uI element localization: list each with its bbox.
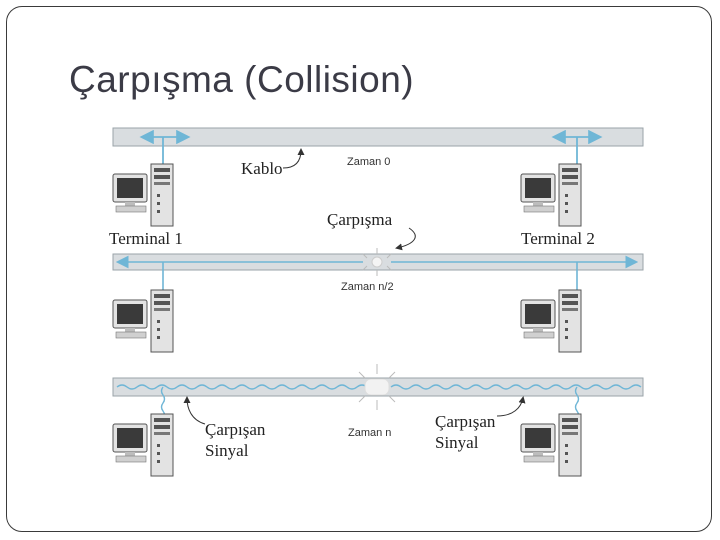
slide-title: Çarpışma (Collision)	[69, 59, 415, 100]
colliding-signal-wave	[116, 384, 642, 390]
collision-diagram: Kablo Zaman 0 Terminal 1 Terminal 2	[105, 124, 651, 484]
collision-burst-icon-2	[358, 364, 396, 410]
stage-time-n: Çarpışan Sinyal Çarpışan Sinyal Zaman n	[112, 364, 644, 477]
label-time-n: Zaman n	[348, 427, 391, 439]
label-colliding-signal-left-2: Sinyal	[205, 441, 249, 460]
collision-burst-icon	[362, 248, 392, 276]
label-terminal-1: Terminal 1	[109, 229, 183, 248]
stage-time-0: Kablo Zaman 0 Terminal 1 Terminal 2	[109, 127, 644, 248]
label-time-0: Zaman 0	[347, 156, 390, 168]
label-colliding-signal-left-1: Çarpışan	[205, 420, 266, 439]
slide-frame: Çarpışma (Collision)	[6, 6, 712, 532]
label-terminal-2: Terminal 2	[521, 229, 595, 248]
label-colliding-signal-right-2: Sinyal	[435, 433, 479, 452]
cable-1	[112, 127, 644, 147]
stage-time-half: Çarpışma Zaman n/2	[112, 210, 644, 353]
label-cable: Kablo	[241, 159, 283, 178]
label-collision: Çarpışma	[327, 210, 393, 229]
label-colliding-signal-right-1: Çarpışan	[435, 412, 496, 431]
label-time-half: Zaman n/2	[341, 281, 394, 293]
